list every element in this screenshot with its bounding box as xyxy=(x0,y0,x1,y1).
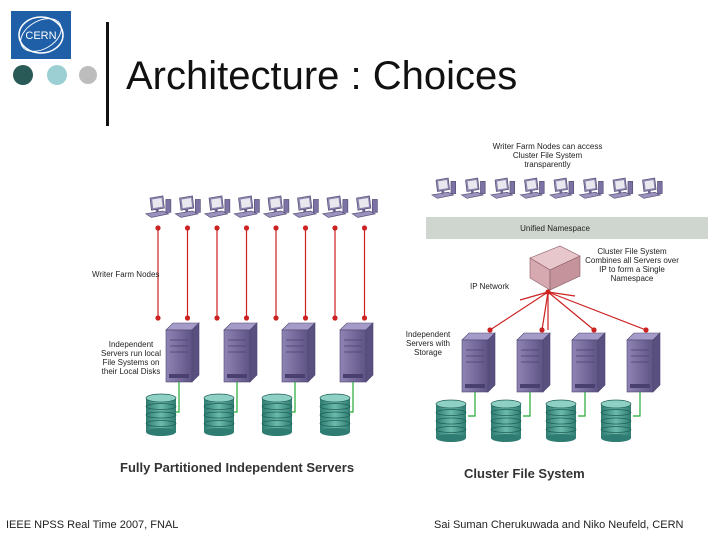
right-server-1 xyxy=(461,332,496,393)
unified-namespace-label: Unified Namespace xyxy=(520,224,590,233)
left-disk-3 xyxy=(261,393,293,436)
writer-farm-label: Writer Farm Nodes xyxy=(92,270,160,279)
writer-note-label: Writer Farm Nodes can access Cluster Fil… xyxy=(492,142,603,169)
left-storage-link-2 xyxy=(234,382,238,413)
right-caption: Cluster File System xyxy=(464,466,585,481)
right-workstation-6 xyxy=(578,177,604,199)
left-workstation-2 xyxy=(174,195,201,218)
dot-dark xyxy=(13,65,33,85)
right-workstation-8 xyxy=(637,177,663,199)
dot-light xyxy=(47,65,67,85)
right-network-link-1 xyxy=(489,291,549,331)
right-disk-2 xyxy=(490,399,522,442)
left-link-dot-top-6 xyxy=(302,225,309,231)
right-hub-dot xyxy=(545,289,551,295)
left-workstation-3 xyxy=(203,195,231,218)
left-workstation-7 xyxy=(321,195,349,218)
left-caption: Fully Partitioned Independent Servers xyxy=(120,460,355,475)
left-server-4 xyxy=(339,322,374,383)
right-network-link-3 xyxy=(547,291,595,331)
right-disk-4 xyxy=(600,399,632,442)
left-link-dot-bottom-8 xyxy=(361,315,368,321)
left-server-3 xyxy=(281,322,316,383)
right-network-link-2 xyxy=(541,291,549,331)
left-link-dot-top-7 xyxy=(332,225,338,231)
footer-right: Sai Suman Cherukuwada and Niko Neufeld, … xyxy=(434,519,684,531)
left-workstation-6 xyxy=(292,195,319,218)
left-link-dot-bottom-1 xyxy=(155,315,161,321)
right-link-dot-2 xyxy=(539,327,545,333)
right-workstation-7 xyxy=(608,177,634,199)
right-workstation-5 xyxy=(549,177,575,199)
right-server-3 xyxy=(571,332,606,393)
left-link-dot-top-8 xyxy=(361,225,368,231)
left-workstation-5 xyxy=(262,195,290,218)
cluster-file-system-box xyxy=(529,245,581,291)
right-storage-link-2 xyxy=(523,392,531,417)
storage-servers-label: Independent Servers with Storage xyxy=(405,330,451,357)
left-disk-4 xyxy=(319,393,351,436)
cluster-note-label: Cluster File System Combines all Servers… xyxy=(585,247,679,283)
title-divider xyxy=(106,22,109,126)
left-link-dot-top-4 xyxy=(243,225,250,231)
right-network-link-4 xyxy=(547,291,647,331)
right-server-2 xyxy=(516,332,551,393)
left-disk-1 xyxy=(145,393,177,436)
ip-network-label: IP Network xyxy=(470,282,509,291)
left-link-dot-top-1 xyxy=(155,225,161,231)
left-link-dot-bottom-4 xyxy=(243,315,250,321)
left-link-dot-bottom-7 xyxy=(332,315,338,321)
right-workstation-3 xyxy=(490,177,516,199)
right-disk-3 xyxy=(545,399,577,442)
right-disk-1 xyxy=(435,399,467,442)
namespace-band xyxy=(426,217,708,239)
left-disk-2 xyxy=(203,393,235,436)
right-link-dot-4 xyxy=(643,327,649,333)
decorative-dots xyxy=(13,65,97,85)
right-workstation-2 xyxy=(460,177,486,199)
left-server-2 xyxy=(223,322,258,383)
right-storage-link-3 xyxy=(578,392,586,417)
right-link-dot-1 xyxy=(487,327,493,333)
left-server-1 xyxy=(165,322,200,383)
footer-left: IEEE NPSS Real Time 2007, FNAL xyxy=(6,519,179,531)
left-link-dot-top-2 xyxy=(184,225,191,231)
slide-title: Architecture : Choices xyxy=(126,54,518,98)
right-network-link-left xyxy=(519,291,549,301)
right-server-4 xyxy=(626,332,661,393)
independent-servers-label: Independent Servers run local File Syste… xyxy=(100,340,162,376)
right-workstation-4 xyxy=(519,177,545,199)
left-link-dot-top-3 xyxy=(214,225,220,231)
left-workstation-8 xyxy=(351,195,378,218)
left-link-dot-bottom-2 xyxy=(184,315,191,321)
left-link-dot-bottom-5 xyxy=(273,315,279,321)
left-storage-link-1 xyxy=(176,382,180,413)
left-link-dot-bottom-6 xyxy=(302,315,309,321)
dot-grey xyxy=(79,66,97,84)
left-link-dot-bottom-3 xyxy=(214,315,220,321)
right-storage-link-1 xyxy=(468,392,476,417)
left-workstation-4 xyxy=(233,195,260,218)
right-network-link-right xyxy=(547,291,576,297)
left-link-dot-top-5 xyxy=(273,225,279,231)
logo-text: CERN xyxy=(25,30,56,42)
right-link-dot-3 xyxy=(591,327,597,333)
right-storage-link-4 xyxy=(633,392,641,417)
cern-logo: CERN xyxy=(11,11,71,59)
left-storage-link-3 xyxy=(292,382,296,413)
left-workstation-1 xyxy=(144,195,172,218)
right-workstation-1 xyxy=(431,177,457,199)
left-storage-link-4 xyxy=(350,382,354,413)
